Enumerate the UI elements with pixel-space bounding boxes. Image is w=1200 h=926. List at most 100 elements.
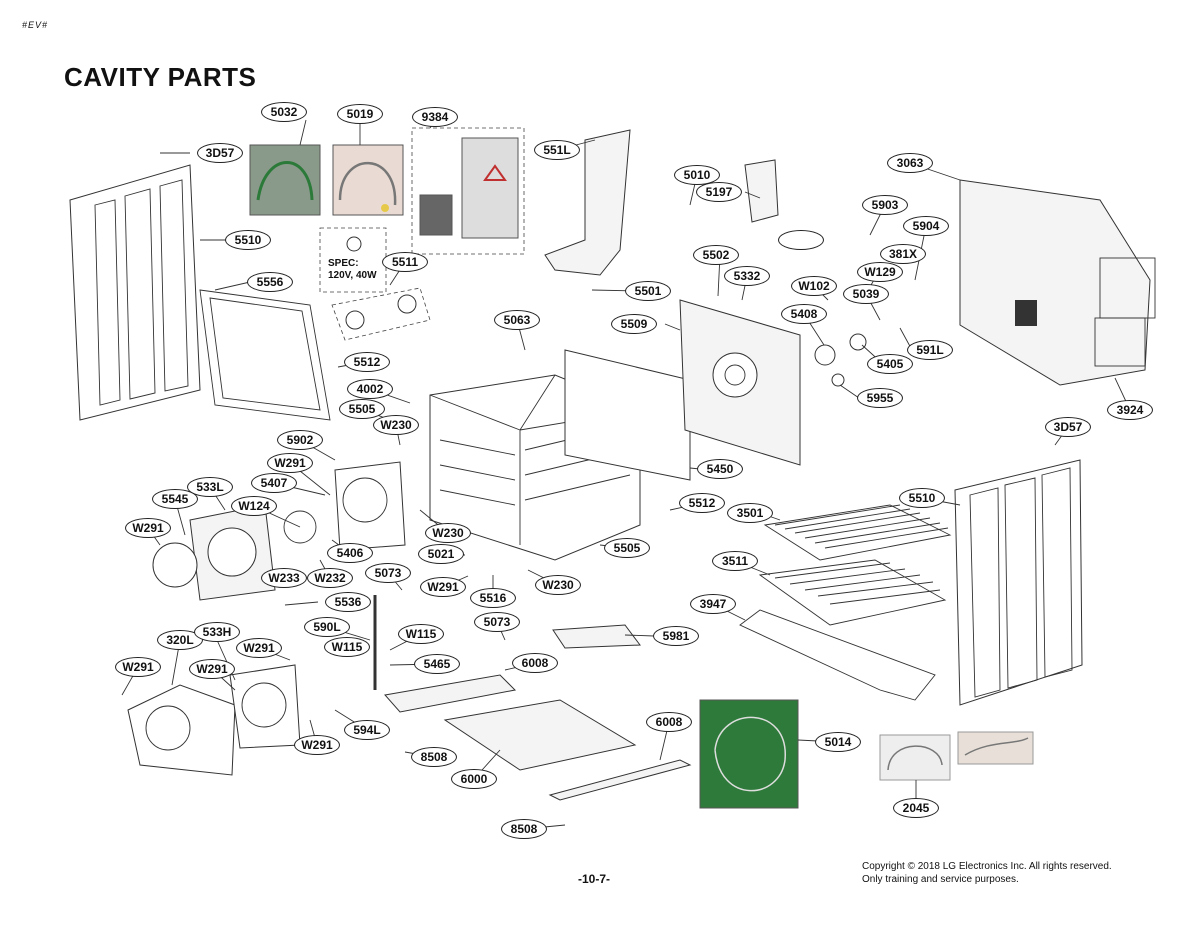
photo-5014-harness bbox=[699, 699, 799, 809]
part-label-6008-lower[interactable]: 6008 bbox=[646, 712, 692, 732]
part-label-3924[interactable]: 3924 bbox=[1107, 400, 1153, 420]
part-label-5450[interactable]: 5450 bbox=[697, 459, 743, 479]
rear-plate-5509 bbox=[679, 299, 801, 466]
fan-covers bbox=[127, 664, 301, 776]
spec-line-1: SPEC: bbox=[328, 258, 359, 269]
part-label-2045[interactable]: 2045 bbox=[893, 798, 939, 818]
part-label-590L[interactable]: 590L bbox=[304, 617, 350, 637]
part-label-W102[interactable]: W102 bbox=[791, 276, 837, 296]
part-label-5903[interactable]: 5903 bbox=[862, 195, 908, 215]
part-label-9384[interactable]: 9384 bbox=[412, 107, 458, 127]
copyright-notice: Copyright © 2018 LG Electronics Inc. All… bbox=[862, 860, 1112, 886]
part-label-3947[interactable]: 3947 bbox=[690, 594, 736, 614]
convection-fan-left bbox=[152, 461, 406, 601]
part-label-5063[interactable]: 5063 bbox=[494, 310, 540, 330]
part-label-5010[interactable]: 5010 bbox=[674, 165, 720, 185]
part-label-5955[interactable]: 5955 bbox=[857, 388, 903, 408]
part-label-5019[interactable]: 5019 bbox=[337, 104, 383, 124]
part-label-5904[interactable]: 5904 bbox=[903, 216, 949, 236]
part-label-3501[interactable]: 3501 bbox=[727, 503, 773, 523]
part-label-W115-a[interactable]: W115 bbox=[398, 624, 444, 644]
part-label-5407[interactable]: 5407 bbox=[251, 473, 297, 493]
page-title: CAVITY PARTS bbox=[64, 62, 257, 92]
part-label-5021[interactable]: 5021 bbox=[418, 544, 464, 564]
part-label-5073-upper[interactable]: 5073 bbox=[365, 563, 411, 583]
insulation-5450 bbox=[564, 349, 691, 481]
part-label-W291-g[interactable]: W291 bbox=[294, 735, 340, 755]
part-label-W291-b[interactable]: W291 bbox=[125, 518, 171, 538]
part-label-320L[interactable]: 320L bbox=[157, 630, 203, 650]
part-label-W124[interactable]: W124 bbox=[231, 496, 277, 516]
photo-2045-wires bbox=[879, 731, 1034, 781]
part-label-5408[interactable]: 5408 bbox=[781, 304, 827, 324]
oven-racks bbox=[758, 504, 952, 626]
part-label-594L[interactable]: 594L bbox=[344, 720, 390, 740]
lamp-assembly-5511 bbox=[331, 287, 431, 341]
part-label-8508-upper[interactable]: 8508 bbox=[411, 747, 457, 767]
gasket-5556 bbox=[199, 289, 331, 421]
gasket-3947 bbox=[739, 609, 936, 701]
part-label-533H[interactable]: 533H bbox=[194, 622, 240, 642]
part-label-3D57-right[interactable]: 3D57 bbox=[1045, 417, 1091, 437]
part-label-5014[interactable]: 5014 bbox=[815, 732, 861, 752]
part-label-W230-upper[interactable]: W230 bbox=[373, 415, 419, 435]
bulb-spec-note: SPEC: 120V, 40W bbox=[328, 258, 377, 282]
part-label-5406[interactable]: 5406 bbox=[327, 543, 373, 563]
part-label-5039[interactable]: 5039 bbox=[843, 284, 889, 304]
part-label-381X[interactable]: 381X bbox=[880, 244, 926, 264]
part-label-4002[interactable]: 4002 bbox=[347, 379, 393, 399]
part-label-W291-d[interactable]: W291 bbox=[236, 638, 282, 658]
part-label-5502[interactable]: 5502 bbox=[693, 245, 739, 265]
part-label-W230-lower[interactable]: W230 bbox=[535, 575, 581, 595]
part-label-5332[interactable]: 5332 bbox=[724, 266, 770, 286]
part-label-5073-lower[interactable]: 5073 bbox=[474, 612, 520, 632]
part-label-5512-right[interactable]: 5512 bbox=[679, 493, 725, 513]
part-label-8508-lower[interactable]: 8508 bbox=[501, 819, 547, 839]
part-label-W291-e[interactable]: W291 bbox=[115, 657, 161, 677]
part-label-5510-left[interactable]: 5510 bbox=[225, 230, 271, 250]
part-label-6008-upper[interactable]: 6008 bbox=[512, 653, 558, 673]
part-label-5512-left[interactable]: 5512 bbox=[344, 352, 390, 372]
part-label-3D57-left[interactable]: 3D57 bbox=[197, 143, 243, 163]
part-label-5902[interactable]: 5902 bbox=[277, 430, 323, 450]
part-label-5197[interactable]: 5197 bbox=[696, 182, 742, 202]
kit-9384-box bbox=[411, 127, 525, 255]
part-label-5505-lower[interactable]: 5505 bbox=[604, 538, 650, 558]
part-label-5545[interactable]: 5545 bbox=[152, 489, 198, 509]
part-label-5465[interactable]: 5465 bbox=[414, 654, 460, 674]
part-label-W291-c[interactable]: W291 bbox=[420, 577, 466, 597]
part-label-W115-b[interactable]: W115 bbox=[324, 637, 370, 657]
part-label-551L[interactable]: 551L bbox=[534, 140, 580, 160]
part-label-W129[interactable]: W129 bbox=[857, 262, 903, 282]
part-label-5981[interactable]: 5981 bbox=[653, 626, 699, 646]
part-label-W232[interactable]: W232 bbox=[307, 568, 353, 588]
photo-5019-wire bbox=[332, 144, 404, 216]
part-label-5501[interactable]: 5501 bbox=[625, 281, 671, 301]
part-label-5032[interactable]: 5032 bbox=[261, 102, 307, 122]
part-label-3063[interactable]: 3063 bbox=[887, 153, 933, 173]
page-number: -10-7- bbox=[578, 872, 611, 886]
part-label-5510-right[interactable]: 5510 bbox=[899, 488, 945, 508]
part-label-5516[interactable]: 5516 bbox=[470, 588, 516, 608]
part-label-533L[interactable]: 533L bbox=[187, 477, 233, 497]
part-label-W291-a[interactable]: W291 bbox=[267, 453, 313, 473]
spec-line-2: 120V, 40W bbox=[328, 270, 377, 281]
part-label-W230-middle[interactable]: W230 bbox=[425, 523, 471, 543]
part-label-5405[interactable]: 5405 bbox=[867, 354, 913, 374]
part-label-5505-upper[interactable]: 5505 bbox=[339, 399, 385, 419]
part-label-5511[interactable]: 5511 bbox=[382, 252, 428, 272]
copyright-line-1: Copyright © 2018 LG Electronics Inc. All… bbox=[862, 861, 1112, 872]
revision-mark: #EV# bbox=[22, 20, 49, 30]
part-label-5509[interactable]: 5509 bbox=[611, 314, 657, 334]
copyright-line-2: Only training and service purposes. bbox=[862, 874, 1019, 885]
part-label-5536[interactable]: 5536 bbox=[325, 592, 371, 612]
part-label-W233[interactable]: W233 bbox=[261, 568, 307, 588]
part-label-3511[interactable]: 3511 bbox=[712, 551, 758, 571]
part-label-591L[interactable]: 591L bbox=[907, 340, 953, 360]
bottom-pans bbox=[384, 624, 692, 801]
part-label-3D06[interactable] bbox=[778, 230, 824, 250]
part-label-5556[interactable]: 5556 bbox=[247, 272, 293, 292]
part-label-W291-f[interactable]: W291 bbox=[189, 659, 235, 679]
part-label-6000[interactable]: 6000 bbox=[451, 769, 497, 789]
